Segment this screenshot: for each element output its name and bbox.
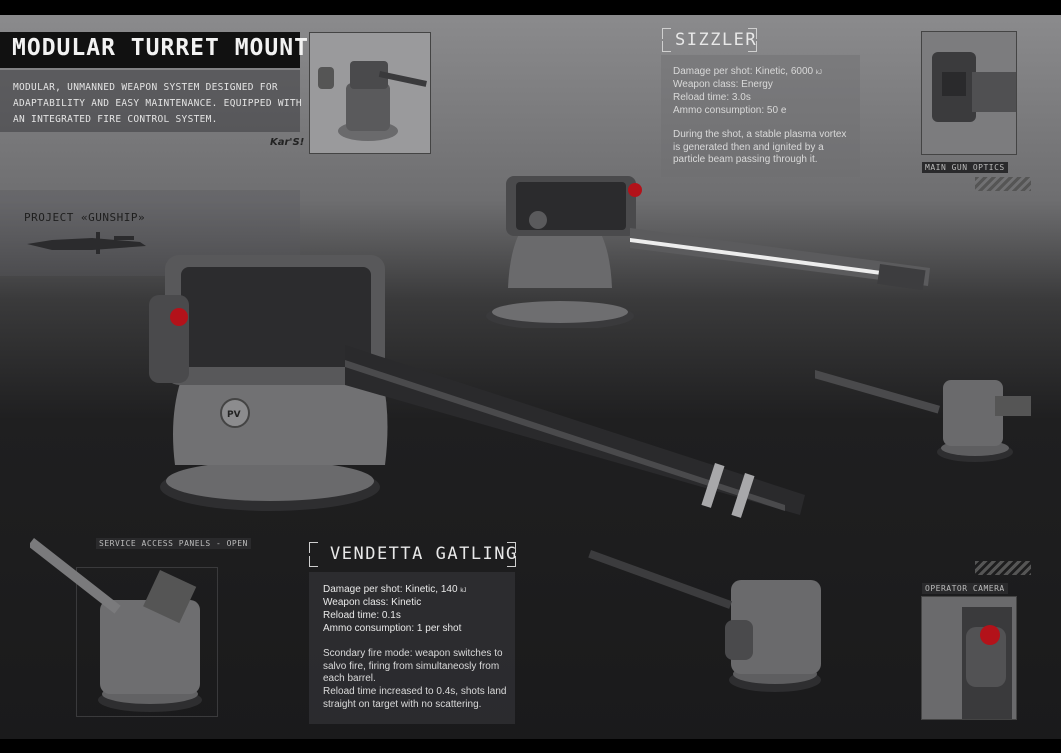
description-plate: [0, 70, 300, 132]
vendetta-title: VENDETTA GATLING: [330, 544, 518, 564]
bracket-bl: [662, 41, 671, 52]
title-plate: [0, 32, 300, 68]
operator-camera-image: [922, 597, 1016, 719]
vendetta-stat-damage: Damage per shot: Kinetic, 140 kJ: [323, 584, 467, 595]
bracket-tl-2: [309, 542, 318, 553]
bracket-tr: [748, 28, 757, 39]
sizzler-stat-ammo: Ammo consumption: 50 e: [673, 105, 787, 116]
hazard-stripes-top: [975, 177, 1031, 191]
service-access-caption: SERVICE ACCESS PANELS - OPEN: [96, 538, 251, 549]
page-title: MODULAR TURRET MOUNT: [12, 35, 309, 61]
operator-camera-thumbnail: [921, 596, 1017, 720]
rear-view-turret-render: [588, 550, 821, 692]
vendetta-note-secondary: Scondary fire mode: weapon switches to s…: [323, 648, 503, 684]
bracket-br-2: [507, 556, 516, 567]
bracket-bl-2: [309, 556, 318, 567]
description-text: MODULAR, UNMANNED WEAPON SYSTEM DESIGNED…: [13, 82, 302, 125]
sizzler-stats-panel: [661, 55, 860, 177]
turret-marking: PV: [227, 410, 241, 420]
hazard-stripes-bottom: [975, 561, 1031, 575]
operator-camera-caption: OPERATOR CAMERA: [922, 583, 1008, 594]
sizzler-title: SIZZLER: [675, 30, 758, 50]
main-gun-optics-caption: MAIN GUN OPTICS: [922, 162, 1008, 173]
letterbox-bottom: [0, 739, 1061, 753]
service-access-frame: [76, 567, 218, 717]
sizzler-turret-render: [486, 176, 930, 328]
project-label: PROJECT «GUNSHIP»: [24, 211, 146, 224]
vendetta-stat-reload: Reload time: 0.1s: [323, 610, 401, 621]
vendetta-stat-class: Weapon class: Kinetic: [323, 597, 422, 608]
artist-logo: Kar'S!: [270, 137, 305, 148]
vendetta-note-reload: Reload time increased to 0.4s, shots lan…: [323, 686, 507, 710]
vendetta-stats-panel: [309, 572, 515, 724]
service-access-render: [30, 538, 202, 712]
sizzler-stat-class: Weapon class: Energy: [673, 79, 773, 90]
sizzler-stat-damage: Damage per shot: Kinetic, 6000 kJ: [673, 66, 822, 77]
bracket-br: [748, 41, 757, 52]
thumbnail-turret-image: [318, 61, 427, 141]
gunship-silhouette: [27, 232, 146, 254]
vendetta-stat-ammo: Ammo consumption: 1 per shot: [323, 623, 462, 634]
vendetta-gatling-render: PV: [149, 255, 805, 518]
bracket-tl: [662, 28, 671, 39]
letterbox-top: [0, 0, 1061, 15]
turret-thumbnail: [309, 32, 431, 154]
bracket-tr-2: [507, 542, 516, 553]
main-gun-optics-thumbnail: [921, 31, 1017, 155]
sizzler-stat-reload: Reload time: 3.0s: [673, 92, 751, 103]
optics-image: [922, 32, 1016, 154]
sizzler-note: During the shot, a stable plasma vortex …: [673, 129, 847, 165]
side-view-turret-render: [815, 370, 1031, 462]
